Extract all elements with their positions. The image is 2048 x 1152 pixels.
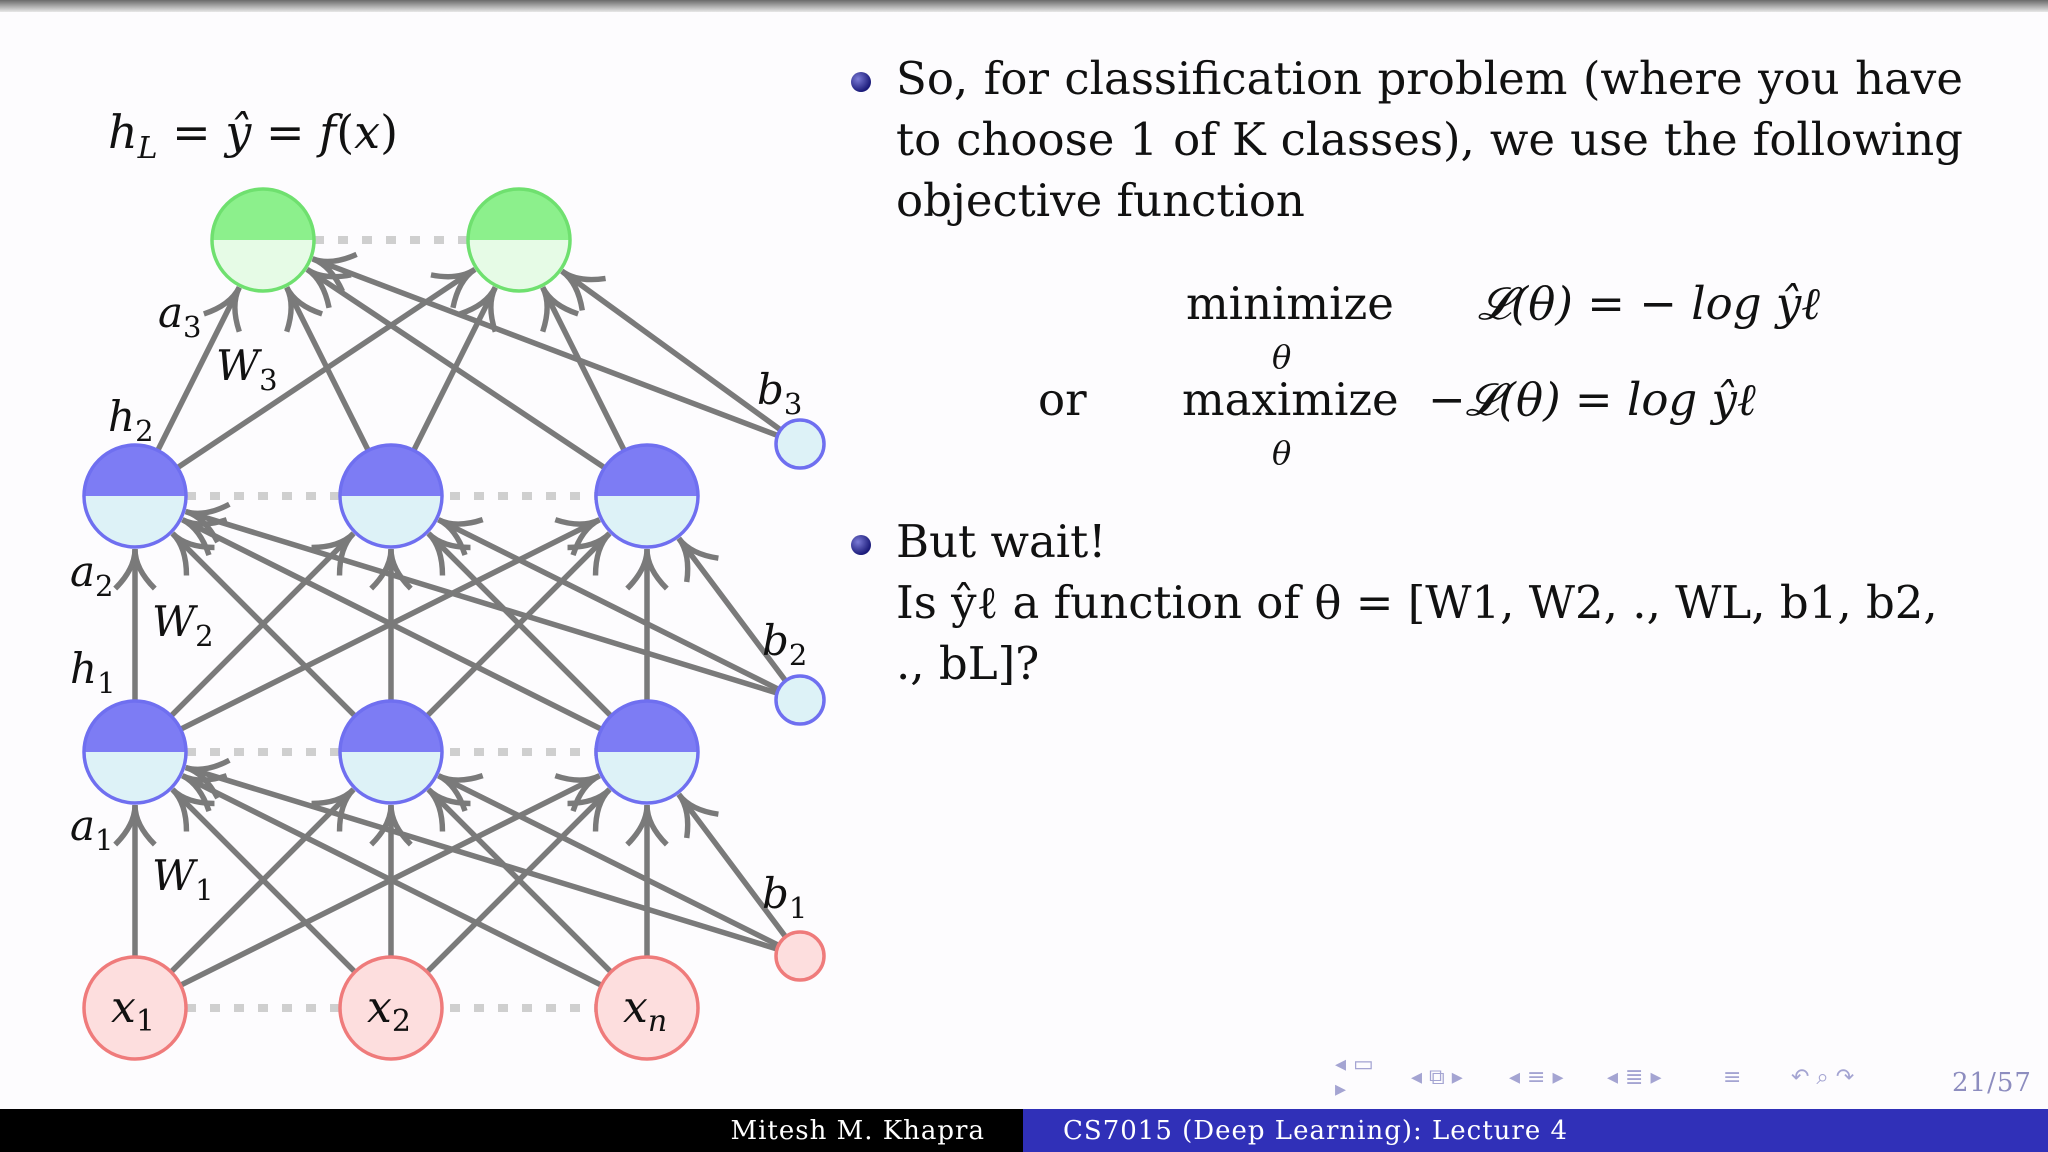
edge-bias3-output [560,268,783,433]
h1-node-3 [594,699,700,805]
page-number: 21/57 [1952,1068,2032,1098]
label-a3: a3 [158,288,202,344]
edge-input-h1 [170,787,357,974]
nav-list-icon[interactable]: ≡ [1723,1064,1742,1090]
bias-node-b2 [774,674,826,726]
eq2-subscript: θ [1272,434,1292,472]
eq2-prefix: or [1038,373,1087,426]
label-W3: W3 [216,341,278,397]
h2-node-3 [594,443,700,549]
label-b2: b2 [762,616,807,672]
edge-h1-h2 [426,531,613,718]
edge-h1-h2 [181,517,603,732]
eq2-rhs: −𝓛(θ) = log ŷℓ [1428,373,1756,426]
input-node-2: x2 [338,955,444,1061]
label-h2: h2 [108,392,154,448]
nav-search-icon[interactable]: ↶ ⌕ ↷ [1791,1064,1855,1090]
footer-course: CS7015 (Deep Learning): Lecture 4 [1023,1109,2048,1152]
output-label: hL = ŷ = f(x) [108,105,398,166]
eq2-operator: maximize [1182,373,1399,426]
edge-bias1-h1 [184,757,778,952]
slide-footer: Mitesh M. Khapra CS7015 (Deep Learning):… [0,1109,2048,1152]
label-a2: a2 [70,547,114,603]
network-nodes: x1 x2 xn [82,187,826,1061]
label-W1: W1 [152,851,214,907]
nav-frame-icon[interactable]: ◂ ⧉ ▸ [1411,1064,1463,1090]
label-a1: a1 [70,801,114,857]
h2-node-1 [82,443,188,549]
h1-node-2 [338,699,444,805]
top-shadow-bar [0,0,2048,12]
edge-h2-output [284,286,371,452]
h2-node-2 [338,443,444,549]
output-node-1 [210,187,316,293]
bias-node-b3 [774,418,826,470]
objective-equations: minimize θ 𝓛(θ) = − log ŷℓ or maximize θ… [848,273,1963,473]
nav-prev-frame-icon[interactable]: ◂ ▭ ▸ [1335,1052,1374,1102]
bullet-but-wait: But wait! Is ŷℓ a function of θ = [W1, W… [848,511,1963,694]
eq1-subscript: θ [1272,338,1292,376]
edge-bias2-h2 [184,501,778,696]
edge-input-h1 [181,773,603,988]
edge-h1-h2 [170,531,357,718]
beamer-navigation: ◂ ▭ ▸ ◂ ⧉ ▸ ◂ ≡ ▸ ◂ ≣ ▸ ≡ ↶ ⌕ ↷ [1335,1052,1925,1102]
nav-subsection-icon[interactable]: ◂ ≣ ▸ [1607,1064,1662,1090]
edge-input-h1 [426,787,613,974]
input-label: x2 [367,982,411,1039]
edge-bias2-h2 [676,536,788,683]
edge-h2-output [155,286,242,452]
label-h1: h1 [70,644,116,700]
slide-content: So, for classification problem (where yo… [848,48,1963,694]
input-label: x1 [111,982,155,1039]
network-labels: hL = ŷ = f(x) a3 W3 h2 b3 a2 W2 h1 b2 a1… [70,105,807,925]
bullet-dot-icon [851,72,871,92]
bullet-dot-icon [851,535,871,555]
input-label: xn [623,982,667,1039]
edge-bias1-h1 [676,792,788,939]
bias-node-b1 [774,930,826,982]
eq1-rhs: 𝓛(θ) = − log ŷℓ [1478,277,1821,330]
network-edges [113,251,788,988]
edge-h2-output [540,286,627,452]
neural-network-diagram: x1 x2 xn hL = ŷ = f(x) a3 W3 h2 b3 a2 W2 h… [70,105,826,1061]
h1-node-1 [82,699,188,805]
edge-bias2-h2 [437,517,780,692]
eq1-operator: minimize [1186,277,1394,330]
footer-author: Mitesh M. Khapra [0,1109,1023,1152]
layer-dotted-lines [186,236,596,1012]
label-W2: W2 [152,597,214,653]
input-node-3: xn [594,955,700,1061]
bullet-but-wait-line1: But wait! [896,515,1107,568]
edge-bias1-h1 [437,773,780,948]
edge-h2-output [305,267,607,470]
edge-bias3-output [311,251,779,439]
bullet-classification: So, for classification problem (where yo… [848,48,1963,231]
bullet-but-wait-line2: Is ŷℓ a function of θ = [W1, W2, ., WL, … [896,576,1938,690]
nav-section-icon[interactable]: ◂ ≡ ▸ [1509,1064,1564,1090]
output-node-2 [466,187,572,293]
label-b3: b3 [757,365,802,421]
bullet-classification-text: So, for classification problem (where yo… [896,52,1963,227]
label-b1: b1 [762,869,807,925]
input-node-1: x1 [82,955,188,1061]
